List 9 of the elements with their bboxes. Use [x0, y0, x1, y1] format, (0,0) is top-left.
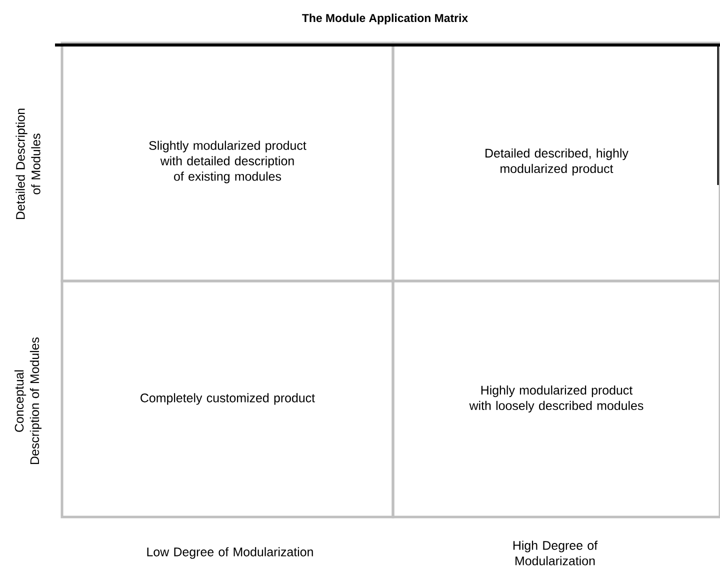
axis-label: Low Degree of Modularization — [147, 547, 313, 559]
axis-label: Detailed Description of Modules — [16, 108, 40, 220]
axis-label: High Degree of Modularization — [513, 540, 598, 566]
matrix-cell: Highly modularized product with loosely described modules — [392, 280, 720, 518]
axis-label: Conceptual Description of Modules — [14, 337, 42, 464]
matrix-cell: Detailed described, highly modularized product — [392, 42, 720, 282]
matrix-cell: Slightly modularized product with detailed description of existing modules — [60, 42, 394, 282]
title: The Module Application Matrix — [302, 14, 468, 24]
matrix-cell: Completely customized product — [60, 280, 394, 518]
